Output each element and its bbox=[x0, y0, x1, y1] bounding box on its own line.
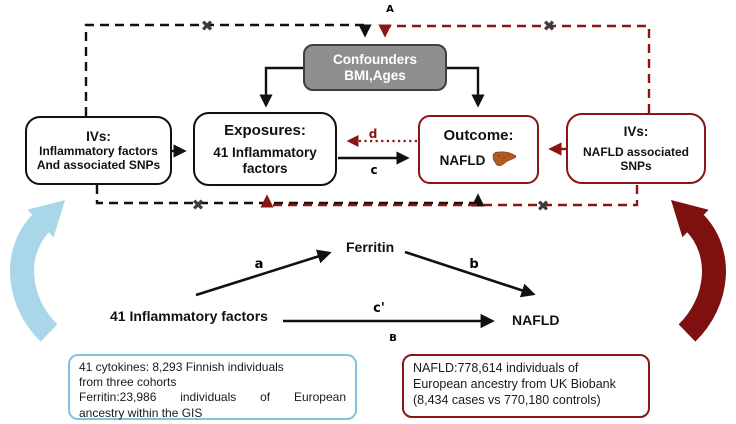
iv-left-title: IVs: bbox=[86, 128, 111, 144]
iv-right-title: IVs: bbox=[623, 123, 649, 139]
note-left-line3: Ferritin:23,986 individuals of European bbox=[79, 390, 346, 405]
note-right-line2: European ancestry from UK Biobank bbox=[413, 377, 616, 391]
cross-icon: ✖ bbox=[192, 196, 205, 214]
confounders-line2: BMI,Ages bbox=[344, 67, 406, 83]
iv-right-box: IVs: NAFLD associated SNPs bbox=[566, 113, 706, 184]
outcome-cohort-note: NAFLD:778,614 individuals of European an… bbox=[402, 354, 650, 418]
outcome-body: NAFLD bbox=[439, 153, 486, 169]
outcome-body-row: NAFLD bbox=[440, 150, 518, 172]
mediation-exposure-label: 41 Inflammatory factors bbox=[110, 308, 268, 324]
dashed-path-ivleft-to-confounders bbox=[84, 23, 365, 116]
path-label-b: b bbox=[469, 257, 478, 272]
path-label-a: a bbox=[255, 257, 264, 272]
left-curved-arrow-head bbox=[27, 200, 65, 238]
left-curved-arrow-body bbox=[10, 213, 58, 342]
liver-icon bbox=[491, 150, 517, 172]
arrow-a-exposure-to-mediator bbox=[195, 249, 332, 297]
arrow-confounders-to-exposures bbox=[259, 66, 303, 108]
dashed-path-ivright-to-confounders bbox=[385, 24, 651, 113]
iv-left-box: IVs: Inflammatory factors And associated… bbox=[25, 116, 172, 185]
mediation-outcome-label: NAFLD bbox=[512, 312, 560, 328]
note-right-line1: NAFLD:778,614 individuals of bbox=[413, 361, 579, 375]
confounders-line1: Confounders bbox=[333, 51, 417, 67]
cross-icon: ✖ bbox=[537, 197, 550, 215]
path-label-d: d bbox=[369, 127, 378, 141]
dashed-path-ivright-to-exposures bbox=[267, 185, 639, 207]
cross-icon: ✖ bbox=[543, 17, 556, 35]
note-left-line4: ancestry within the GIS bbox=[79, 405, 203, 420]
note-right-line3: (8,434 cases vs 770,180 controls) bbox=[413, 393, 601, 407]
left-curved-arrow bbox=[10, 200, 65, 342]
arrow-confounders-to-outcome bbox=[447, 66, 485, 108]
panel-b-label: B bbox=[389, 333, 397, 344]
path-label-c-prime: c' bbox=[373, 301, 385, 316]
panel-a-label: A bbox=[386, 4, 394, 15]
exposures-box: Exposures: 41 Inflammatory factors bbox=[193, 112, 337, 186]
arrow-b-mediator-to-outcome bbox=[404, 250, 536, 298]
cross-icon: ✖ bbox=[201, 17, 214, 35]
exposure-cohort-note: 41 cytokines: 8,293 Finnish individuals … bbox=[68, 354, 357, 420]
right-curved-arrow-body bbox=[678, 213, 726, 342]
right-curved-arrow bbox=[671, 200, 726, 342]
confounders-box: Confounders BMI,Ages bbox=[303, 44, 447, 91]
path-label-c: c bbox=[370, 163, 377, 177]
exposures-body: 41 Inflammatory factors bbox=[213, 145, 317, 176]
iv-right-body: NAFLD associated SNPs bbox=[582, 145, 690, 174]
iv-left-line1: Inflammatory factors bbox=[39, 144, 158, 159]
iv-left-line2: And associated SNPs bbox=[36, 158, 161, 173]
note-left-line1: 41 cytokines: 8,293 Finnish individuals bbox=[79, 360, 284, 374]
outcome-title: Outcome: bbox=[443, 126, 514, 144]
right-curved-arrow-head bbox=[671, 200, 709, 238]
note-left-line2: from three cohorts bbox=[79, 375, 177, 390]
mediation-mediator-label: Ferritin bbox=[346, 239, 395, 255]
dashed-path-ivleft-to-outcome bbox=[95, 185, 478, 205]
outcome-box: Outcome: NAFLD bbox=[418, 115, 539, 184]
exposures-title: Exposures: bbox=[224, 121, 306, 139]
